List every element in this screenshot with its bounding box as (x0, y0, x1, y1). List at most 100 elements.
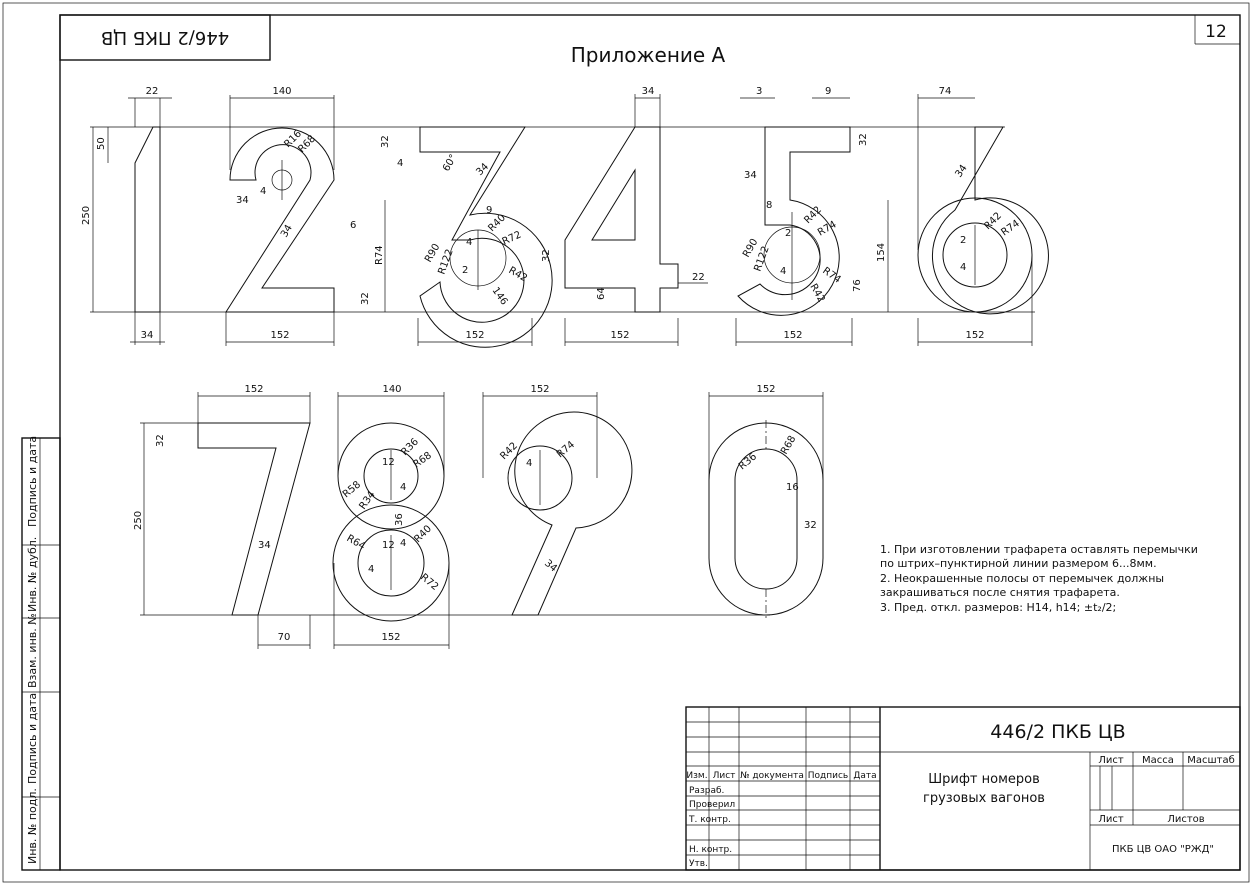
digit-0 (708, 422, 824, 616)
svg-text:22: 22 (146, 86, 159, 97)
svg-text:6: 6 (350, 220, 356, 231)
svg-text:R74: R74 (999, 218, 1021, 238)
svg-text:R68: R68 (779, 434, 798, 457)
side-strip: Подпись и дата Инв. № дубл. Взам. инв. №… (21, 436, 61, 871)
svg-text:8: 8 (766, 200, 772, 211)
svg-text:146: 146 (490, 285, 510, 307)
svg-text:152: 152 (783, 330, 802, 341)
svg-text:R58: R58 (341, 479, 363, 500)
svg-text:32: 32 (360, 292, 371, 305)
svg-text:4: 4 (526, 458, 532, 469)
svg-text:32: 32 (804, 520, 817, 531)
role-checked: Проверил (689, 800, 735, 810)
role-approved: Утв. (689, 859, 708, 869)
svg-text:152: 152 (610, 330, 629, 341)
digit-7 (197, 422, 311, 616)
col-header-change: Изм. (686, 771, 707, 781)
svg-text:152: 152 (465, 330, 484, 341)
digit-4 (564, 126, 679, 313)
svg-text:60°: 60° (441, 153, 459, 174)
digit-6 (931, 126, 1049, 315)
page-number: 12 (1205, 22, 1227, 42)
svg-text:70: 70 (278, 632, 291, 643)
svg-text:R72: R72 (501, 229, 523, 247)
svg-text:2: 2 (462, 265, 468, 276)
sheets-label: Листов (1167, 814, 1204, 825)
svg-text:2: 2 (785, 228, 791, 239)
svg-text:250: 250 (81, 206, 92, 225)
title-line-1: Шрифт номеров (928, 772, 1040, 787)
digit-3 (419, 126, 553, 348)
top-row-digits: 250 50 22 34 140 152 R16 R68 34 4 34 6 3… (81, 86, 1049, 348)
col-header-date: Дата (853, 771, 876, 781)
mirrored-stamp-box (59, 14, 271, 61)
lit-header-scale: Масштаб (1187, 755, 1235, 766)
col-header-sheet: Лист (713, 771, 736, 781)
svg-text:4: 4 (466, 237, 472, 248)
svg-text:4: 4 (400, 538, 406, 549)
svg-text:152: 152 (270, 330, 289, 341)
col-header-signature: Подпись (808, 771, 848, 781)
svg-text:152: 152 (530, 384, 549, 395)
title-line-2: грузовых вагонов (923, 791, 1045, 806)
col-header-document: № документа (740, 771, 804, 781)
svg-text:76: 76 (852, 279, 863, 292)
svg-text:152: 152 (965, 330, 984, 341)
side-label-sign-date-1: Подпись и дата (26, 436, 39, 527)
digit-9 (511, 411, 633, 616)
svg-text:4: 4 (397, 158, 403, 169)
svg-text:34: 34 (474, 161, 491, 178)
side-label-sign-date-2: Подпись и дата (26, 693, 39, 784)
svg-text:32: 32 (380, 135, 391, 148)
side-label-orig-inv: Инв. № подл. (26, 788, 39, 864)
svg-text:R68: R68 (411, 450, 433, 470)
svg-text:36: 36 (394, 513, 405, 526)
svg-text:3: 3 (756, 86, 762, 97)
svg-text:32: 32 (155, 434, 166, 447)
digit-2 (225, 127, 335, 313)
role-tech-control: Т. контр. (688, 815, 731, 825)
svg-text:R42: R42 (802, 204, 824, 226)
svg-text:152: 152 (381, 632, 400, 643)
side-label-replace-inv: Взам. инв. № (26, 613, 39, 688)
note-line-4: закрашиваться после снятия трафарета. (880, 586, 1120, 599)
svg-text:74: 74 (939, 86, 952, 97)
svg-text:34: 34 (744, 170, 757, 181)
svg-text:16: 16 (786, 482, 799, 493)
svg-text:R42: R42 (507, 265, 530, 284)
svg-text:4: 4 (260, 186, 266, 197)
svg-text:R40: R40 (412, 523, 434, 545)
mirrored-stamp-text: 446/2 ПКБ ЦВ (101, 27, 229, 48)
svg-text:R72: R72 (418, 572, 440, 593)
svg-text:R36: R36 (399, 436, 421, 458)
side-label-dup-inv: Инв. № дубл. (26, 537, 39, 612)
svg-text:12: 12 (382, 540, 395, 551)
svg-text:9: 9 (825, 86, 831, 97)
svg-text:152: 152 (756, 384, 775, 395)
svg-text:32: 32 (541, 249, 552, 262)
svg-text:R42: R42 (498, 440, 520, 462)
svg-text:154: 154 (876, 243, 887, 262)
bottom-row-digits: 250 32 152 70 34 140 152 R36 R68 12 4 R5… (133, 384, 824, 649)
sheet-label: Лист (1098, 814, 1124, 825)
svg-text:4: 4 (368, 564, 374, 575)
title-block: Изм. Лист № документа Подпись Дата Разра… (685, 706, 1241, 871)
svg-text:R74: R74 (820, 265, 842, 285)
note-line-2: по штрих–пунктирной линии размером 6...8… (880, 557, 1157, 570)
svg-text:34: 34 (236, 195, 249, 206)
svg-text:152: 152 (244, 384, 263, 395)
svg-text:22: 22 (692, 272, 705, 283)
svg-text:34: 34 (642, 86, 655, 97)
svg-text:4: 4 (960, 262, 966, 273)
svg-text:R74: R74 (374, 245, 385, 265)
note-line-3: 2. Неокрашенные полосы от перемычек долж… (880, 572, 1164, 585)
svg-text:34: 34 (258, 540, 271, 551)
svg-text:R34: R34 (357, 489, 377, 511)
notes-block: 1. При изготовлении трафарета оставлять … (880, 543, 1198, 614)
svg-text:64: 64 (596, 287, 607, 300)
svg-text:4: 4 (400, 482, 406, 493)
lit-header-sheet: Лист (1098, 755, 1124, 766)
svg-text:9: 9 (486, 205, 492, 216)
